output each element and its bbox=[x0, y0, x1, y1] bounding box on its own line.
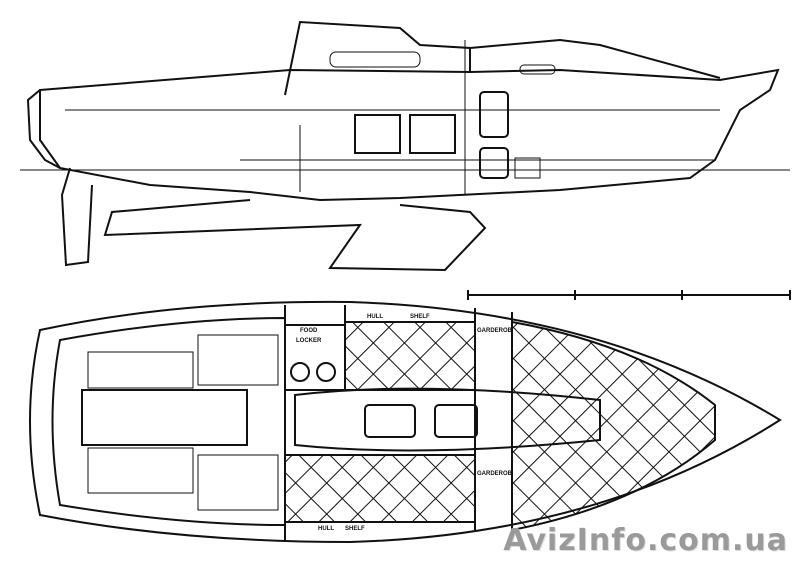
cockpit-locker-2 bbox=[87, 447, 194, 494]
keel bbox=[103, 199, 487, 272]
cockpit-locker-3 bbox=[197, 334, 279, 386]
label-garderob-top: GARDEROB bbox=[477, 328, 513, 334]
hull-profile bbox=[39, 68, 780, 202]
deck-outline bbox=[29, 300, 782, 544]
stern bbox=[26, 89, 61, 169]
saloon-table bbox=[294, 387, 601, 452]
hatch-2 bbox=[434, 404, 478, 438]
cushion-2 bbox=[409, 114, 456, 154]
cockpit-locker-1 bbox=[87, 351, 194, 389]
label-hull-bottom: HULL bbox=[318, 526, 334, 532]
bulkheads bbox=[284, 305, 513, 540]
cockpit-outline bbox=[51, 316, 286, 527]
deck-hatch bbox=[519, 64, 556, 75]
v-berth bbox=[511, 320, 716, 532]
berth-bottom bbox=[284, 454, 476, 523]
stove-burner-2 bbox=[316, 362, 336, 382]
label-locker: LOCKER bbox=[296, 338, 322, 344]
stove-burner-1 bbox=[290, 362, 310, 382]
berth-top bbox=[344, 321, 476, 391]
label-shelf-top: SHELF bbox=[410, 314, 430, 320]
cushion-1 bbox=[354, 114, 401, 154]
scale-bar bbox=[467, 290, 791, 300]
label-food: FOOD bbox=[300, 328, 318, 334]
locker bbox=[514, 157, 541, 179]
cabin-window bbox=[329, 51, 421, 68]
cockpit-seat bbox=[81, 389, 248, 446]
label-shelf-bottom: SHELF bbox=[345, 526, 365, 532]
rudder bbox=[60, 167, 93, 267]
cabin-top bbox=[284, 20, 721, 96]
label-hull-top: HULL bbox=[367, 314, 383, 320]
side-profile bbox=[20, 20, 791, 300]
label-garderob-bottom: GARDEROB bbox=[477, 471, 513, 477]
hatch-1 bbox=[364, 404, 416, 438]
watermark: AvizInfo.com.ua bbox=[503, 523, 788, 558]
interior-lines bbox=[65, 40, 720, 195]
cockpit-locker-4 bbox=[197, 454, 279, 511]
door-lower bbox=[479, 147, 509, 179]
door-upper bbox=[479, 91, 509, 138]
plan-view: HULL SHELF FOOD LOCKER GARDEROB HULL SHE… bbox=[29, 300, 782, 544]
